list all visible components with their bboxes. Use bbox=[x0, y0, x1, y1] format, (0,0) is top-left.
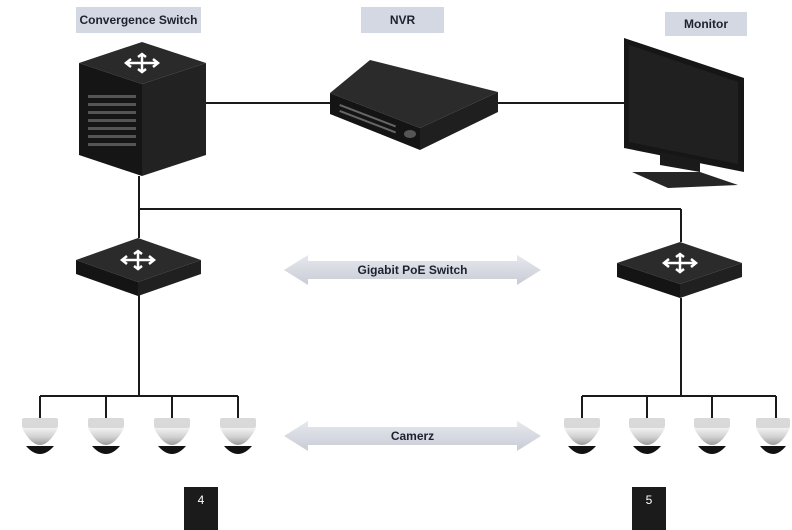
dome-camera-icon bbox=[694, 418, 730, 454]
dome-camera-icon bbox=[564, 418, 600, 454]
dome-camera-icon bbox=[220, 418, 256, 454]
convergence-switch-device bbox=[79, 42, 206, 176]
poe-switch-right-device bbox=[617, 242, 742, 298]
dome-camera-icon bbox=[154, 418, 190, 454]
convergence-switch-label: Convergence Switch bbox=[76, 7, 201, 33]
poe-switch-text: Gigabit PoE Switch bbox=[357, 263, 468, 277]
dome-camera-icon bbox=[88, 418, 124, 454]
badge-right: 5 bbox=[632, 487, 666, 530]
connection-lines bbox=[39, 102, 777, 418]
dome-camera-icon bbox=[756, 418, 790, 454]
double-arrow-icon bbox=[284, 421, 541, 451]
double-arrow-icon bbox=[284, 255, 541, 285]
four-way-arrow-icon bbox=[123, 52, 161, 74]
four-way-arrow-icon bbox=[661, 252, 699, 274]
monitor-device bbox=[624, 38, 744, 188]
poe-switch-left-device bbox=[76, 238, 201, 296]
poe-switch-label: Gigabit PoE Switch bbox=[284, 254, 541, 286]
camera-group-right bbox=[564, 418, 790, 454]
dome-camera-icon bbox=[22, 418, 58, 454]
nvr-label: NVR bbox=[361, 7, 444, 33]
four-way-arrow-icon bbox=[119, 249, 157, 271]
badge-left: 4 bbox=[184, 487, 218, 530]
dome-camera-icon bbox=[629, 418, 665, 454]
nvr-device bbox=[330, 60, 498, 150]
camera-text: Camerz bbox=[390, 429, 435, 443]
monitor-label: Monitor bbox=[665, 12, 747, 36]
camera-group-left bbox=[22, 418, 256, 454]
camera-label: Camerz bbox=[284, 420, 541, 452]
